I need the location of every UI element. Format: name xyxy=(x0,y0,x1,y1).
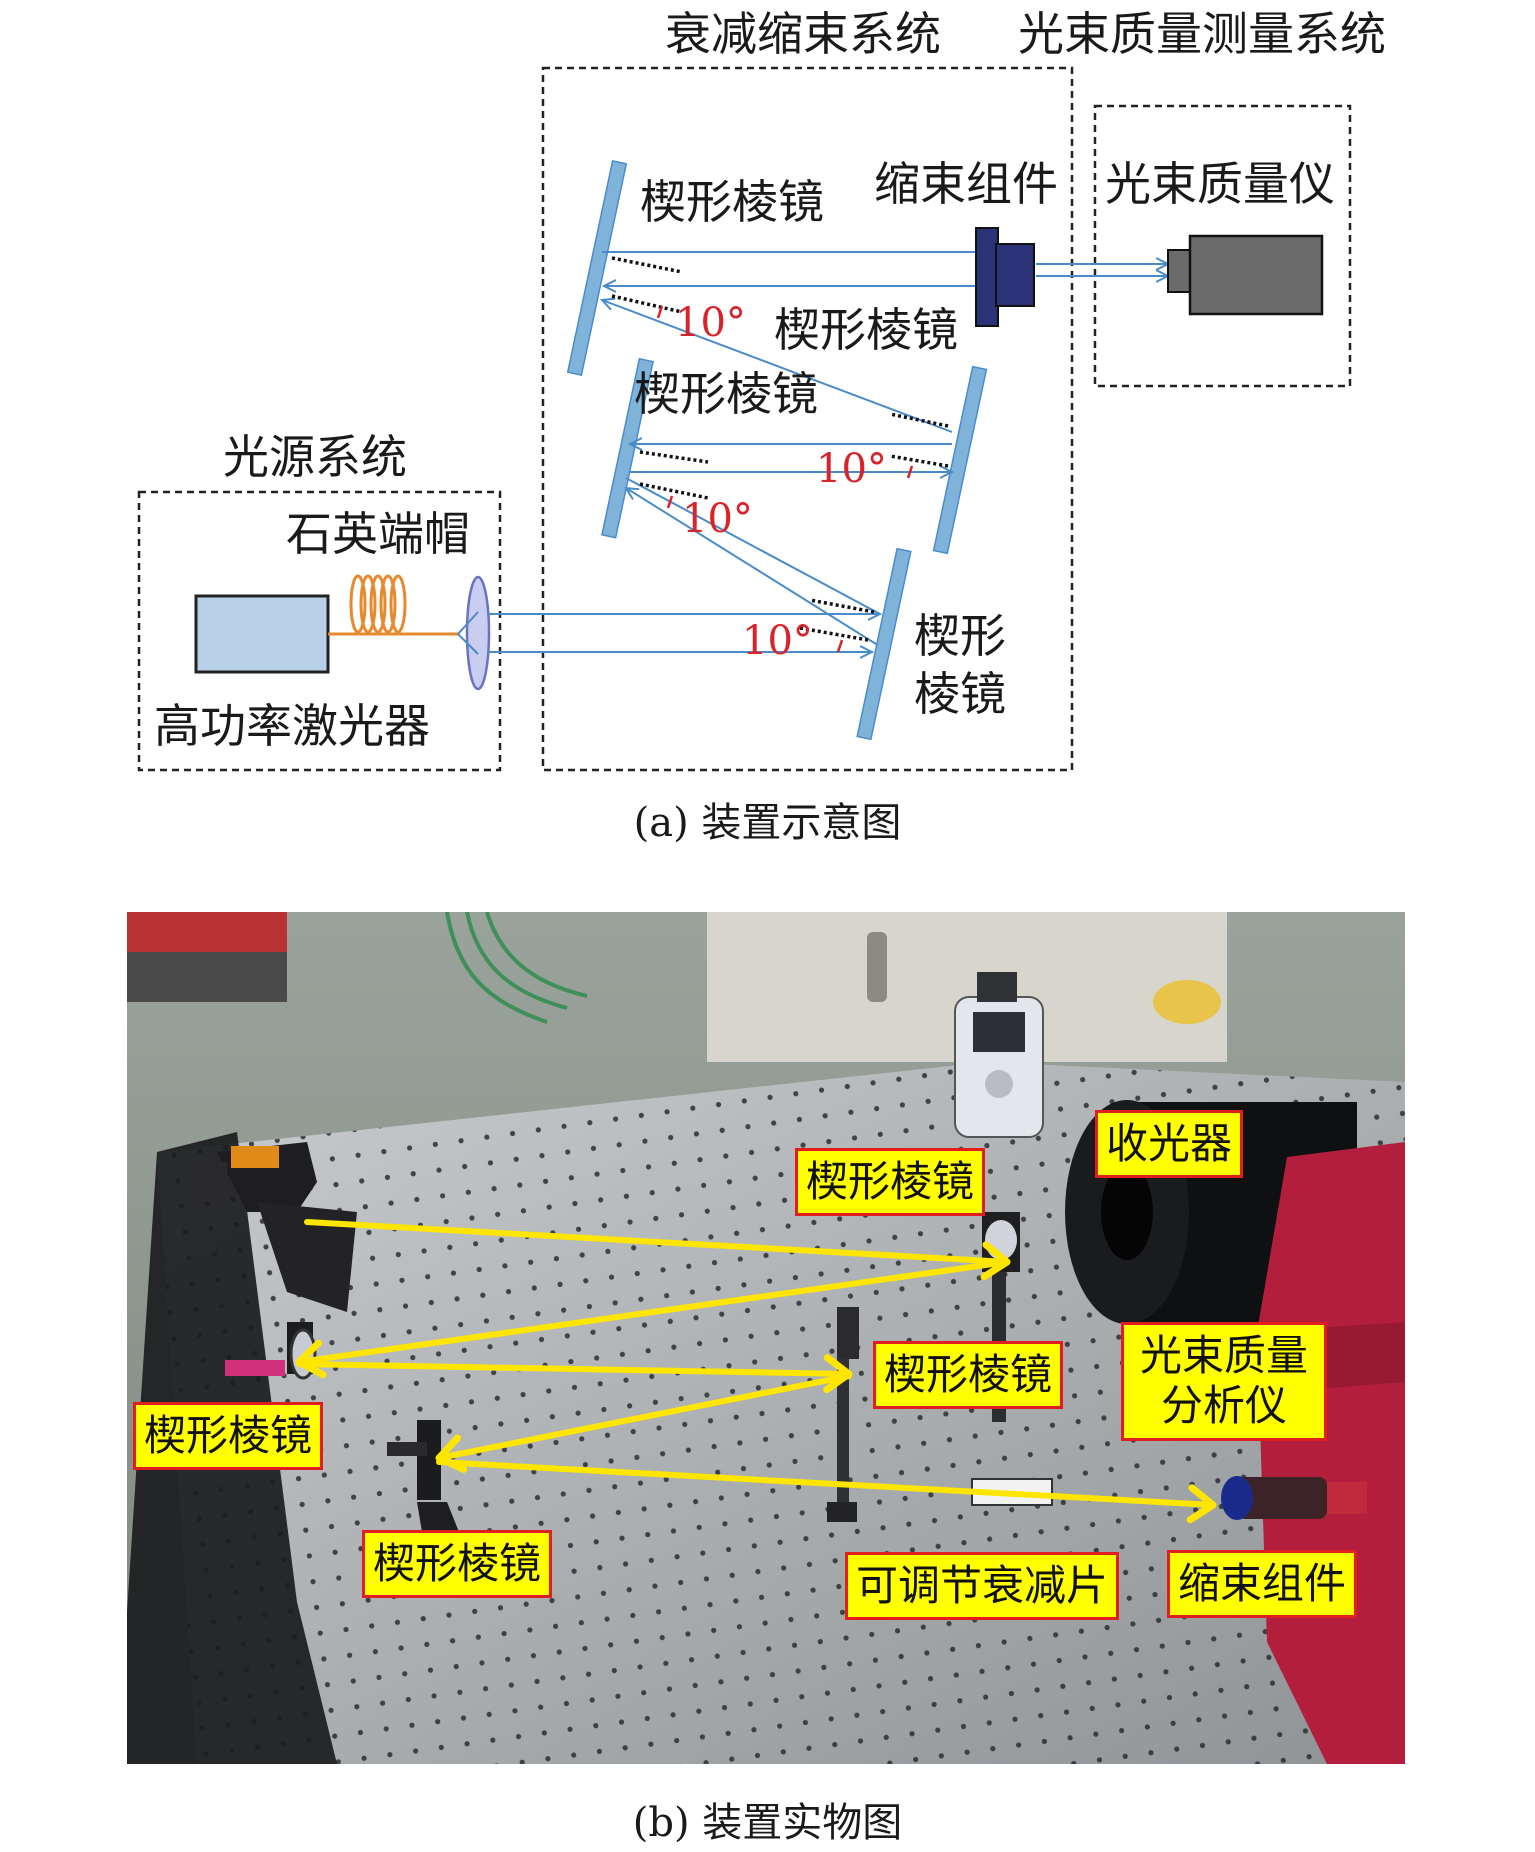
photo-label-collector: 收光器 xyxy=(1095,1110,1244,1179)
attenuation-box xyxy=(541,66,1074,772)
beam-profiler xyxy=(1167,234,1324,316)
wedge-4-label-line2: 棱镜 xyxy=(914,667,1006,721)
angle-ticks xyxy=(656,305,914,653)
mount-middle xyxy=(827,1307,859,1522)
photo-label-wedge-left: 楔形棱镜 xyxy=(133,1402,324,1471)
wedge-prism-4 xyxy=(856,547,912,741)
wedge-3-label: 楔形棱镜 xyxy=(634,367,818,421)
photo-label-attenuator: 可调节衰减片 xyxy=(845,1552,1120,1621)
beam-reducer xyxy=(975,227,1035,327)
power-meter xyxy=(954,972,1044,1138)
photo-label-beam-reducer: 缩束组件 xyxy=(1167,1550,1358,1619)
cables xyxy=(445,912,588,1024)
photo-label-analyzer: 光束质量 分析仪 xyxy=(1121,1322,1327,1441)
angle-label-1: 10° xyxy=(675,300,746,346)
angle-label-2: 10° xyxy=(816,446,887,492)
beam-arrows xyxy=(295,1219,1217,1524)
analyzer-line-1: 光束质量 xyxy=(1139,1331,1308,1380)
wedge-1-label: 楔形棱镜 xyxy=(640,175,824,229)
laser-head xyxy=(197,1142,357,1312)
beam-measure-title: 光束质量测量系统 xyxy=(1018,7,1386,61)
wedge-2-label: 楔形棱镜 xyxy=(774,303,958,357)
caption-a: (a) 装置示意图 xyxy=(633,800,902,846)
light-source-box xyxy=(137,490,502,772)
photo-label-wedge-bottom: 楔形棱镜 xyxy=(362,1530,553,1599)
angle-label-3: 10° xyxy=(682,496,753,542)
attenuation-title: 衰减缩束系统 xyxy=(665,7,941,61)
lens xyxy=(465,575,491,691)
laser-body xyxy=(194,594,330,674)
setup-photo: 楔形棱镜 收光器 楔形棱镜 光束质量 分析仪 楔形棱镜 楔形棱镜 可调节衰减片 … xyxy=(127,912,1405,1764)
photo-label-wedge-middle: 楔形棱镜 xyxy=(873,1341,1064,1410)
analyzer-line-2: 分析仪 xyxy=(1160,1381,1287,1431)
wedge-prism-2 xyxy=(932,365,988,555)
end-cap-label: 石英端帽 xyxy=(286,507,470,561)
beam-paths xyxy=(488,252,1168,652)
photo-label-wedge-top: 楔形棱镜 xyxy=(795,1148,986,1217)
caption-b: (b) 装置实物图 xyxy=(632,1800,903,1846)
beam-reducer-label: 缩束组件 xyxy=(874,157,1058,211)
light-source-title: 光源系统 xyxy=(223,430,407,484)
fiber-coil xyxy=(349,574,407,634)
prism-normals xyxy=(611,256,949,642)
photo-beam-reducer xyxy=(1221,1476,1367,1520)
wedge-4-label-line1: 楔形 xyxy=(914,609,1006,663)
wedge-prism-1 xyxy=(566,160,628,376)
laser-label: 高功率激光器 xyxy=(154,699,430,753)
beam-profiler-label: 光束质量仪 xyxy=(1105,157,1335,211)
angle-label-4: 10° xyxy=(742,618,813,664)
setup-schematic: 光源系统 衰减缩束系统 光束质量测量系统 高功率激光器 石英端帽 xyxy=(137,7,1386,772)
beam-measure-box xyxy=(1093,104,1352,388)
